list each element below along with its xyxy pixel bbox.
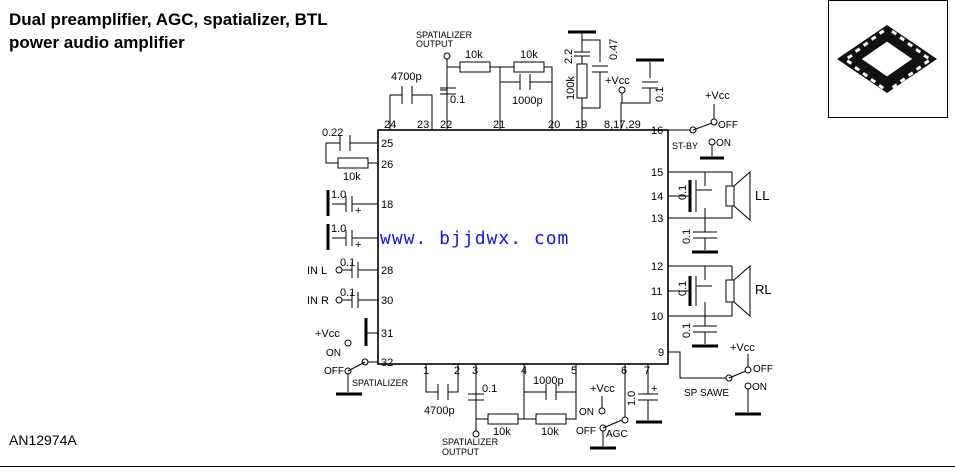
cap-2-2: 2.2 <box>563 49 575 64</box>
on-spsawe: ON <box>752 382 767 393</box>
cap-0-1-inl: 0.1 <box>340 257 355 269</box>
pin-2: 2 <box>454 365 460 377</box>
pin-26: 26 <box>381 159 393 171</box>
pin-9: 9 <box>658 347 664 359</box>
pin-10: 10 <box>651 311 663 323</box>
cap-1-0-b: 1.0 <box>331 223 346 235</box>
cap-0-47: 0.47 <box>608 39 620 60</box>
on-left: ON <box>326 348 341 359</box>
cap-0-1-ll-gnd: 0.1 <box>681 229 693 244</box>
cap-4700p-bottom: 4700p <box>424 405 455 417</box>
vcc-left: +Vcc <box>315 328 340 340</box>
pin-13: 13 <box>651 213 663 225</box>
pin-24: 24 <box>384 119 396 131</box>
title-line-1: Dual preamplifier, AGC, spatializer, BTL <box>9 10 328 29</box>
vcc-spsawe: +Vcc <box>730 342 755 354</box>
pin-14: 14 <box>651 191 663 203</box>
agc-label: AGC <box>606 429 628 440</box>
plus-b: + <box>355 239 361 251</box>
spatializer-label: SPATIALIZER <box>352 378 409 388</box>
in-r-label: IN R <box>307 295 329 307</box>
pin-1: 1 <box>423 365 429 377</box>
figure-code: AN12974A <box>9 432 77 448</box>
pin-6: 6 <box>621 365 627 377</box>
in-l-label: IN L <box>307 265 327 277</box>
pin-18: 18 <box>381 199 393 211</box>
vcc-bottom: +Vcc <box>590 383 615 395</box>
cap-1-0-a: 1.0 <box>331 189 346 201</box>
res-100k: 100k <box>565 76 577 100</box>
pin-11: 11 <box>651 286 662 298</box>
cap-0-1-rl-gnd: 0.1 <box>681 323 693 338</box>
page-title: Dual preamplifier, AGC, spatializer, BTL… <box>9 8 328 54</box>
vcc-top: +Vcc <box>605 75 630 87</box>
pin-12: 12 <box>651 261 663 273</box>
plus-a: + <box>355 205 361 217</box>
pin-15: 15 <box>651 167 663 179</box>
cap-0-1-rl: 0.1 <box>677 281 689 296</box>
res-10k-left: 10k <box>343 171 361 183</box>
pin-16: 16 <box>651 125 663 137</box>
st-by-label: ST-BY <box>672 141 698 151</box>
res-10k-top-2: 10k <box>520 49 538 61</box>
pin-3: 3 <box>472 365 478 377</box>
bottom-divider <box>0 466 955 467</box>
pin-31: 31 <box>381 328 393 340</box>
title-line-2: power audio amplifier <box>9 33 185 52</box>
pin-8-17-29: 8,17,29 <box>604 119 641 131</box>
spatializer-output-bottom-l1: SPATIALIZER <box>442 437 499 447</box>
cap-4700p-top: 4700p <box>391 71 422 83</box>
off-stby: OFF <box>718 120 738 131</box>
speaker-rl-label: RL <box>755 282 772 297</box>
cap-0-1-inr: 0.1 <box>340 287 355 299</box>
pin-19: 19 <box>575 119 587 131</box>
res-10k-bottom-2: 10k <box>541 426 559 438</box>
cap-0-1-vcc: 0.1 <box>654 87 666 102</box>
cap-1000p-top: 1000p <box>512 95 543 107</box>
pin-21: 21 <box>493 119 505 131</box>
pin-30: 30 <box>381 295 393 307</box>
spatializer-output-top-l1: SPATIALIZER <box>416 30 473 40</box>
on-stby: ON <box>716 138 731 149</box>
cap-0-1-top: 0.1 <box>450 94 465 106</box>
pin-28: 28 <box>381 265 393 277</box>
vcc-stby: +Vcc <box>705 90 730 102</box>
cap-1000p-bottom: 1000p <box>533 375 564 387</box>
spatializer-output-top-l2: OUTPUT <box>416 39 454 49</box>
pin-5: 5 <box>571 365 577 377</box>
pin-7: 7 <box>644 365 650 377</box>
cap-0-1-ll: 0.1 <box>677 185 689 200</box>
cap-0-22: 0.22 <box>322 127 343 139</box>
sp-sawe-label: SP SAWE <box>684 388 729 399</box>
ic-body <box>377 129 669 365</box>
pin-25: 25 <box>381 138 393 150</box>
pin-23: 23 <box>417 119 429 131</box>
pin-32: 32 <box>381 357 393 369</box>
spatializer-output-bottom-l2: OUTPUT <box>442 447 480 457</box>
cap-1-0-pin7: 1.0 <box>626 391 638 406</box>
package-thumbnail <box>828 0 948 118</box>
cap-0-1-bottom: 0.1 <box>482 383 497 395</box>
speaker-ll-label: LL <box>755 188 769 203</box>
pin-4: 4 <box>521 365 527 377</box>
res-10k-bottom-1: 10k <box>493 426 511 438</box>
watermark: www. bjjdwx. com <box>380 228 570 249</box>
pin-20: 20 <box>548 119 560 131</box>
off-spsawe: OFF <box>753 364 773 375</box>
on-bottom: ON <box>579 407 594 418</box>
pin-22: 22 <box>440 119 452 131</box>
plus-pin7: + <box>651 383 657 395</box>
qfn-package-icon <box>837 25 937 93</box>
res-10k-top-1: 10k <box>465 49 483 61</box>
off-bottom: OFF <box>576 426 596 437</box>
off-left: OFF <box>324 366 344 377</box>
